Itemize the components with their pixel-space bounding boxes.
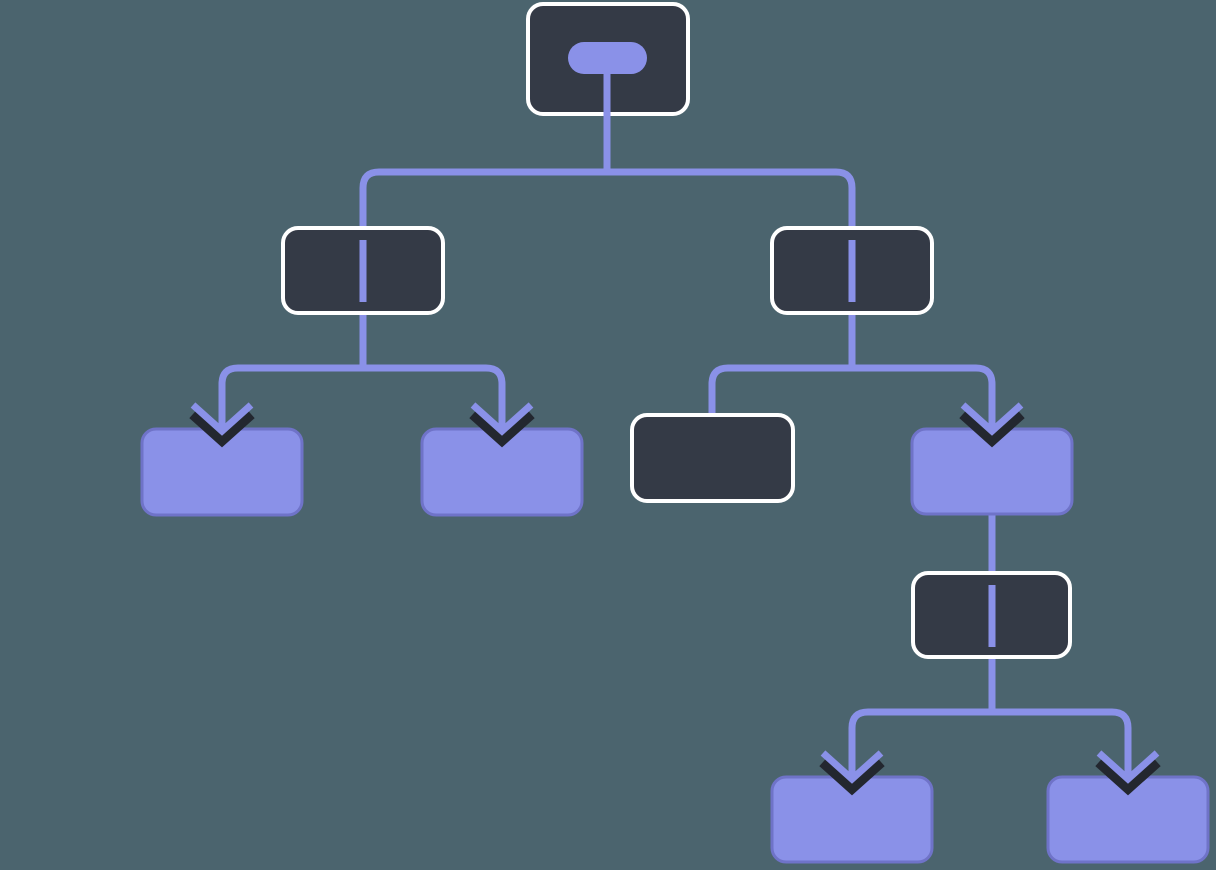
node-n3c-box[interactable] bbox=[630, 413, 795, 503]
chevron-double-down-icon bbox=[1095, 750, 1161, 796]
connector-n2l-to-children bbox=[218, 364, 506, 431]
chevron-double-down-icon bbox=[469, 402, 535, 448]
connector-root-to-level2 bbox=[359, 168, 856, 228]
node-n4[interactable] bbox=[911, 571, 1072, 659]
node-n3c[interactable] bbox=[630, 413, 795, 503]
node-n5b[interactable] bbox=[1046, 750, 1210, 864]
chevron-double-down-icon bbox=[959, 402, 1025, 448]
chevron-double-down-icon bbox=[819, 750, 885, 796]
connectors bbox=[218, 112, 1132, 779]
connector-n4-to-children bbox=[848, 708, 1132, 779]
node-n3d[interactable] bbox=[910, 402, 1074, 516]
node-n3a[interactable] bbox=[140, 402, 304, 517]
chevron-double-down-icon bbox=[189, 402, 255, 448]
node-n2l[interactable] bbox=[281, 226, 445, 315]
root-pill-icon bbox=[568, 42, 647, 118]
node-n3b[interactable] bbox=[420, 402, 584, 517]
node-n2r[interactable] bbox=[770, 226, 934, 315]
node-n5a[interactable] bbox=[770, 750, 934, 864]
connector-n2r-to-children bbox=[708, 364, 996, 431]
node-root[interactable] bbox=[526, 2, 690, 118]
